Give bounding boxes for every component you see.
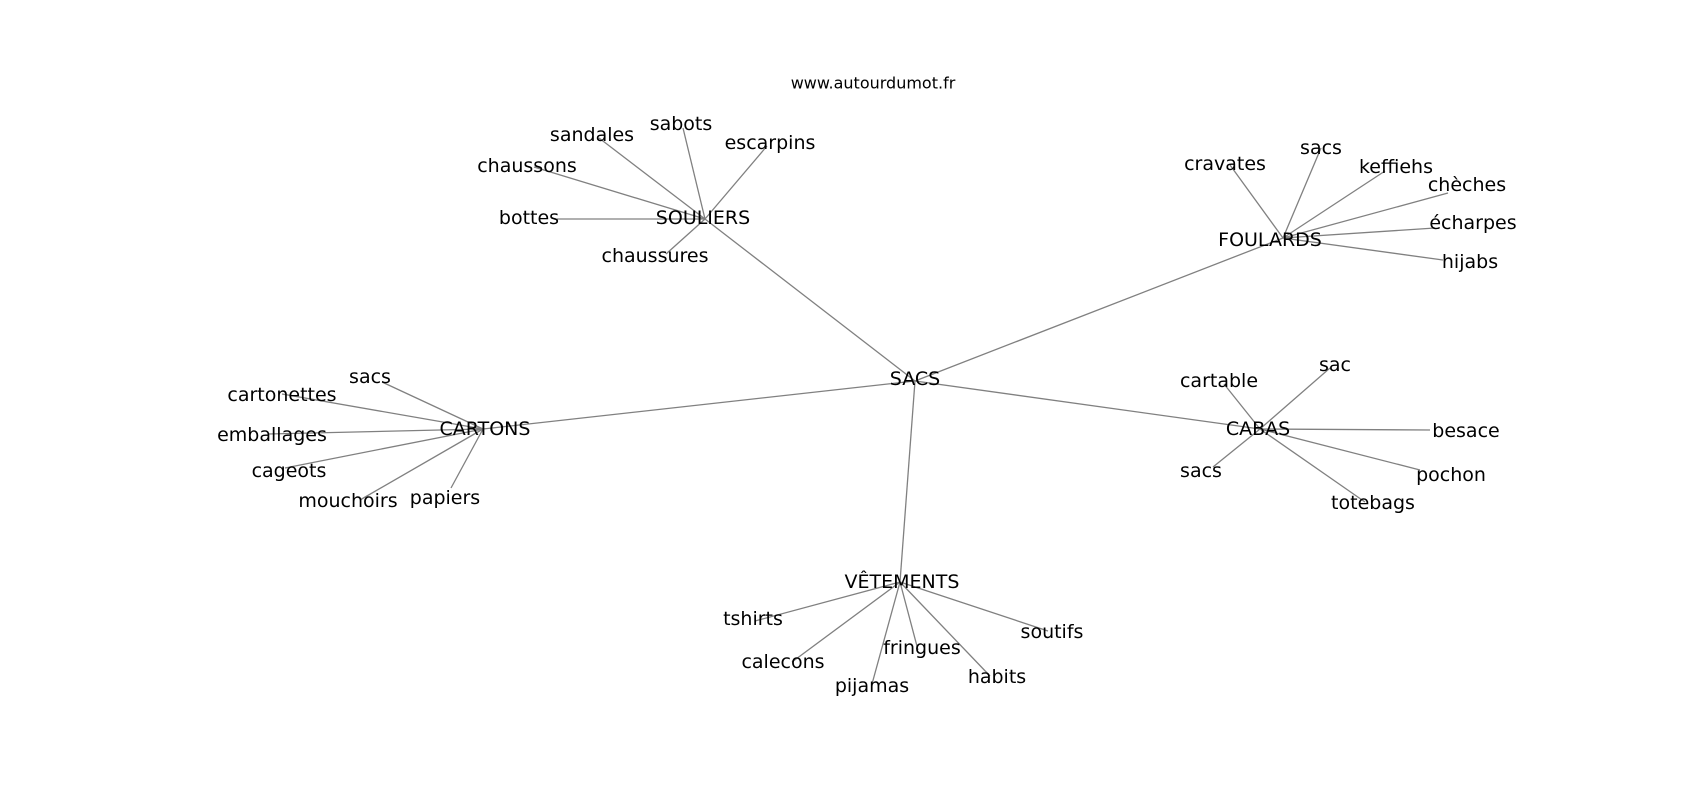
- word-node-label[interactable]: écharpes: [1429, 212, 1516, 234]
- word-node-label[interactable]: sac: [1319, 354, 1351, 376]
- edge-foulards-word: [1282, 227, 1436, 239]
- edge-foulards-word: [1282, 147, 1322, 239]
- edge-cabas-word: [1212, 428, 1261, 468]
- word-node-label[interactable]: sandales: [550, 124, 634, 146]
- edge-foulards-word: [1282, 192, 1449, 239]
- edge-cartons-word: [281, 393, 484, 430]
- word-node-label[interactable]: bottes: [499, 207, 559, 229]
- center-node-label[interactable]: SACS: [890, 368, 940, 390]
- graph-edges: [267, 127, 1449, 685]
- edge-souliers-word: [704, 145, 768, 220]
- word-node-label[interactable]: papiers: [410, 487, 480, 509]
- word-node-label[interactable]: sacs: [1180, 460, 1222, 482]
- word-node-label[interactable]: chèches: [1428, 174, 1506, 196]
- edge-cabas-word: [1259, 428, 1366, 503]
- word-node-label[interactable]: cravates: [1184, 153, 1266, 175]
- edge-cartons-word: [267, 428, 484, 435]
- word-node-label[interactable]: chaussons: [477, 155, 577, 177]
- edge-foulards-word: [1229, 164, 1284, 239]
- edge-cartons-word: [381, 381, 484, 430]
- word-node-label[interactable]: tshirts: [723, 608, 783, 630]
- edge-souliers-word: [533, 166, 706, 220]
- word-node-label[interactable]: habits: [968, 666, 1026, 688]
- word-node-label[interactable]: totebags: [1331, 492, 1415, 514]
- edge-cartons-word: [359, 428, 484, 501]
- word-node-label[interactable]: mouchoirs: [298, 490, 397, 512]
- word-node-label[interactable]: calecons: [741, 651, 824, 673]
- edge-foulards-word: [1282, 170, 1386, 239]
- edge-cartons-word: [284, 428, 484, 469]
- edge-center-souliers: [704, 218, 916, 382]
- word-node-label[interactable]: cartonettes: [227, 384, 336, 406]
- edge-vetements-word: [871, 581, 901, 685]
- graph-labels: www.autourdumot.fr SACS SOULIERS escarpin…: [217, 74, 1517, 698]
- edge-souliers-word: [665, 218, 706, 255]
- edge-cabas-word: [1259, 428, 1421, 471]
- hub-node-cabas[interactable]: CABAS: [1226, 418, 1290, 440]
- edge-souliers-word: [682, 127, 706, 220]
- word-node-label[interactable]: besace: [1432, 420, 1499, 442]
- edge-foulards-word: [1282, 237, 1444, 261]
- word-node-label[interactable]: cartable: [1180, 370, 1258, 392]
- edge-center-vetements: [899, 380, 916, 583]
- edge-souliers-word: [598, 137, 706, 220]
- word-node-label[interactable]: fringues: [883, 637, 961, 659]
- word-node-label[interactable]: pochon: [1416, 464, 1486, 486]
- edge-cabas-word: [1223, 383, 1261, 430]
- edge-center-cartons: [482, 380, 916, 430]
- word-node-label[interactable]: sacs: [1300, 137, 1342, 159]
- edge-cartons-word: [450, 428, 484, 489]
- edge-cabas-word: [1259, 428, 1431, 431]
- word-node-label[interactable]: emballages: [217, 424, 327, 446]
- edge-cabas-word: [1259, 367, 1331, 430]
- word-node-label[interactable]: escarpins: [725, 132, 816, 154]
- word-node-label[interactable]: cageots: [252, 460, 327, 482]
- word-node-label[interactable]: sacs: [349, 366, 391, 388]
- hub-node-souliers[interactable]: SOULIERS: [656, 207, 750, 229]
- edge-vetements-word: [791, 581, 901, 663]
- word-node-label[interactable]: soutifs: [1021, 621, 1084, 643]
- hub-node-vetements[interactable]: VÊTEMENTS: [845, 570, 960, 593]
- edge-vetements-word: [899, 581, 991, 677]
- edge-center-foulards: [914, 237, 1284, 382]
- hub-node-foulards[interactable]: FOULARDS: [1218, 229, 1322, 251]
- word-node-label[interactable]: hijabs: [1442, 251, 1498, 273]
- hub-node-cartons[interactable]: CARTONS: [440, 418, 531, 440]
- edge-vetements-word: [899, 581, 1049, 632]
- word-node-label[interactable]: keffiehs: [1359, 156, 1433, 178]
- site-url-label[interactable]: www.autourdumot.fr: [791, 74, 956, 93]
- word-node-label[interactable]: pijamas: [835, 675, 909, 697]
- word-node-label[interactable]: chaussures: [602, 245, 709, 267]
- word-node-label[interactable]: sabots: [650, 113, 713, 135]
- edge-center-cabas: [914, 380, 1261, 430]
- edge-vetements-word: [899, 581, 919, 651]
- edge-vetements-word: [754, 581, 901, 622]
